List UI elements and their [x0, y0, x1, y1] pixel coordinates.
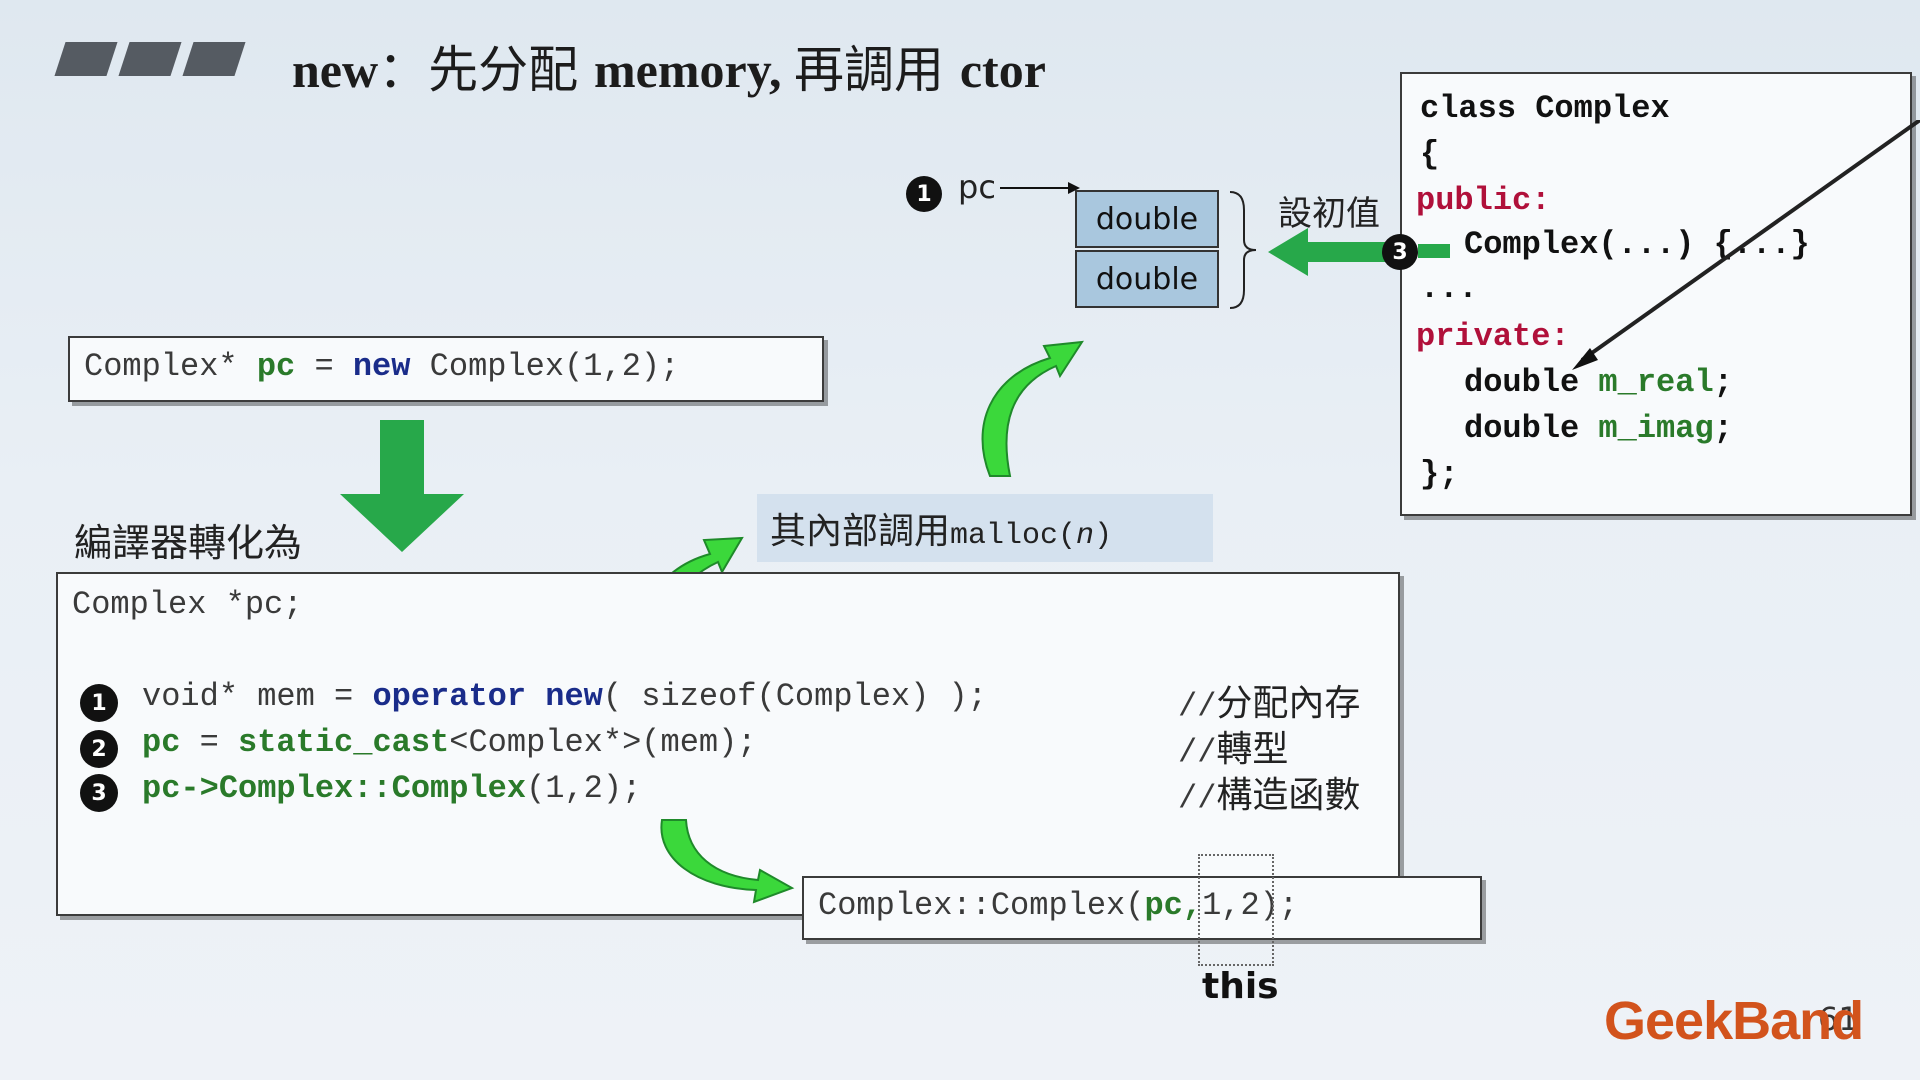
header-bar-3 [182, 42, 246, 76]
step-1-badge-memory: 1 [906, 176, 942, 212]
public-label: public: [1416, 182, 1551, 219]
pointer-arrow-icon [1000, 182, 1080, 194]
slide-number: 61 [1818, 1000, 1859, 1038]
class-line-2: { [1420, 136, 1440, 173]
memory-cell-imag: double [1075, 250, 1219, 308]
geekband-logo: GeekBand [1604, 991, 1864, 1051]
class-end: }; [1420, 456, 1459, 493]
step-line-3: pc->Complex::Complex(1,2); [142, 770, 642, 807]
step-3-badge: 3 [80, 774, 118, 812]
ctor-call-box: Complex::Complex(pc,1,2); [802, 876, 1482, 940]
pointer-stick-icon [1572, 120, 1920, 370]
ctor-call-code: Complex::Complex(pc,1,2); [818, 887, 1299, 924]
expression-code: Complex* pc = new Complex(1,2); [84, 348, 680, 385]
decl-line: Complex *pc; [72, 586, 303, 623]
member-imag: double m_imag; [1464, 410, 1733, 447]
step-line-1: void* mem = operator new( sizeof(Complex… [142, 678, 987, 715]
comment-1: //分配內存 [1178, 683, 1361, 725]
comment-2: //轉型 [1178, 729, 1289, 771]
slide-title: new：先分配 memory, 再調用 ctor [292, 41, 1046, 99]
pointer-label: pc [958, 168, 996, 206]
compiler-transform-label: 編譯器轉化為 [74, 521, 303, 565]
malloc-label-bg [757, 494, 1213, 562]
ctor-marker-icon [1418, 244, 1450, 258]
step-2-badge: 2 [80, 730, 118, 768]
class-definition-box: class Complex { public: Complex(...) {..… [1400, 72, 1912, 516]
class-dots: ... [1420, 270, 1478, 307]
init-value-label: 設初值 [1278, 194, 1380, 234]
comment-3: //構造函數 [1178, 775, 1361, 817]
expression-box: Complex* pc = new Complex(1,2); [68, 336, 824, 402]
private-label: private: [1416, 318, 1570, 355]
malloc-label: 其內部調用malloc(n) [770, 511, 1113, 553]
memory-cell-real: double [1075, 190, 1219, 248]
header-bar-2 [118, 42, 182, 76]
header-bar-1 [54, 42, 118, 76]
class-line-1: class Complex [1420, 90, 1670, 127]
this-highlight-frame [1198, 854, 1274, 966]
cells-brace-icon [1229, 191, 1257, 309]
step-3-badge-ctor: 3 [1382, 234, 1418, 270]
step-1-badge: 1 [80, 684, 118, 722]
compile-down-arrow-icon [340, 420, 464, 552]
ctor-call-arrow-icon [660, 819, 795, 904]
init-left-arrow-icon [1268, 228, 1452, 276]
translated-code-box: Complex *pc; void* mem = operator new( s… [56, 572, 1400, 916]
this-label: this [1202, 966, 1279, 1007]
step-line-2: pc = static_cast<Complex*>(mem); [142, 724, 757, 761]
member-real: double m_real; [1464, 364, 1733, 401]
malloc-to-memory-arrow-icon [981, 340, 1084, 477]
